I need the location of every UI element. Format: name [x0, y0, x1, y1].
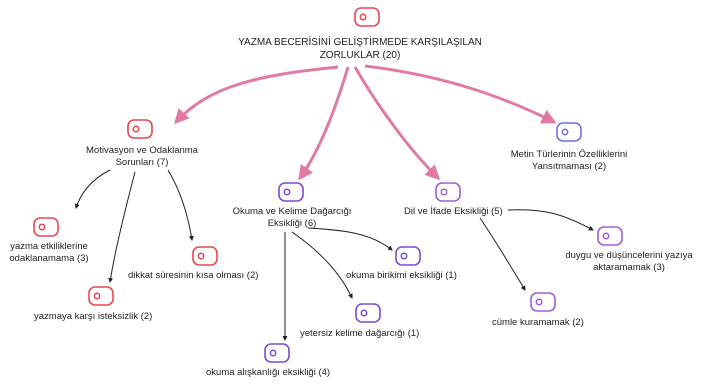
- reluctance-label-line1: yazmaya karşı isteksizlik (2): [34, 311, 153, 322]
- focus-activities-label: yazma etkiliklerine odaklanamama (3): [4, 241, 94, 264]
- text-types-label: Metin Türlerinin Özelliklerini Yansıtmam…: [494, 149, 644, 172]
- feelings-label-line1: duygu ve düşüncelerini yazıya: [565, 250, 693, 261]
- motivation-label-line1: Motivasyon ve Odaklanma: [86, 145, 198, 156]
- attention-span-label: dikkat süresinin kısa olması (2): [128, 270, 258, 282]
- reluctance-label: yazmaya karşı isteksizlik (2): [34, 311, 152, 323]
- edge-language-feelings: [507, 209, 594, 231]
- reading-habit-label: okuma alışkanlığı eksikliği (4): [206, 367, 330, 379]
- reading-accum-label-line1: okuma birikimi eksikliği (1): [346, 270, 457, 281]
- edge-root-reading: [298, 66, 350, 181]
- motivation-label: Motivasyon ve Odaklanma Sorunları (7): [72, 145, 212, 168]
- attention-span-label-line1: dikkat süresinin kısa olması (2): [128, 270, 259, 281]
- feelings-label: duygu ve düşüncelerini yazıya aktaramama…: [560, 250, 698, 273]
- reading-habit-label-line1: okuma alışkanlığı eksikliği (4): [206, 367, 331, 378]
- edge-root-texttypes: [364, 64, 557, 124]
- reading-vocab-tag-icon[interactable]: [278, 182, 304, 202]
- edge-root-motivation: [173, 65, 339, 125]
- root-tag-icon[interactable]: [354, 7, 380, 27]
- focus-activities-label-line1: yazma etkiliklerine: [10, 241, 88, 252]
- focus-activities-tag-icon[interactable]: [33, 217, 59, 237]
- vocab-label-line1: yetersiz kelime dağarcığı (1): [300, 328, 420, 339]
- language-label: Dil ve İfade Eksikliği (5): [404, 206, 503, 218]
- reading-vocab-label-line1: Okuma ve Kelime Dağarcığı: [232, 206, 352, 217]
- reading-accum-label: okuma birikimi eksikliği (1): [346, 270, 457, 282]
- edge-root-language: [353, 66, 441, 181]
- attention-span-tag-icon[interactable]: [192, 246, 218, 266]
- vocab-tag-icon[interactable]: [355, 303, 381, 323]
- text-types-label-line2: Yansıtmaması (2): [531, 160, 607, 172]
- edge-reading-accum: [307, 227, 393, 251]
- vocab-label: yetersiz kelime dağarcığı (1): [300, 328, 419, 340]
- sentence-tag-icon[interactable]: [530, 292, 556, 312]
- root-label-line2: ZORLUKLAR (20): [319, 49, 401, 61]
- sentence-label-line1: cümle kuramamak (2): [492, 317, 584, 328]
- text-types-tag-icon[interactable]: [556, 122, 582, 142]
- edge-motivation-reluctance: [108, 171, 136, 283]
- reluctance-tag-icon[interactable]: [88, 286, 114, 306]
- reading-accum-tag-icon[interactable]: [395, 246, 421, 266]
- root-label: YAZMA BECERİSİNİ GELİŞTİRMEDE KARŞILAŞIL…: [226, 37, 494, 62]
- reading-vocab-label: Okuma ve Kelime Dağarcığı Eksikliği (6): [222, 206, 362, 229]
- feelings-label-line2: aktaramamak (3): [593, 261, 665, 273]
- language-label-line1: Dil ve İfade Eksikliği (5): [404, 206, 503, 217]
- root-label-line1: YAZMA BECERİSİNİ GELİŞTİRMEDE KARŞILAŞIL…: [238, 37, 482, 48]
- feelings-tag-icon[interactable]: [597, 226, 623, 246]
- reading-habit-tag-icon[interactable]: [264, 343, 290, 363]
- edge-motivation-attention: [167, 169, 194, 241]
- edge-reading-vocab: [291, 231, 353, 299]
- language-tag-icon[interactable]: [435, 182, 461, 202]
- edge-motivation-focus: [74, 169, 111, 209]
- text-types-label-line1: Metin Türlerinin Özelliklerini: [510, 149, 628, 160]
- sentence-label: cümle kuramamak (2): [492, 317, 584, 329]
- focus-activities-label-line2: odaklanamama (3): [9, 252, 89, 264]
- motivation-label-line2: Sorunları (7): [115, 156, 169, 168]
- edge-language-sentence: [479, 217, 526, 291]
- motivation-tag-icon[interactable]: [127, 119, 153, 139]
- reading-vocab-label-line2: Eksikliği (6): [267, 217, 317, 229]
